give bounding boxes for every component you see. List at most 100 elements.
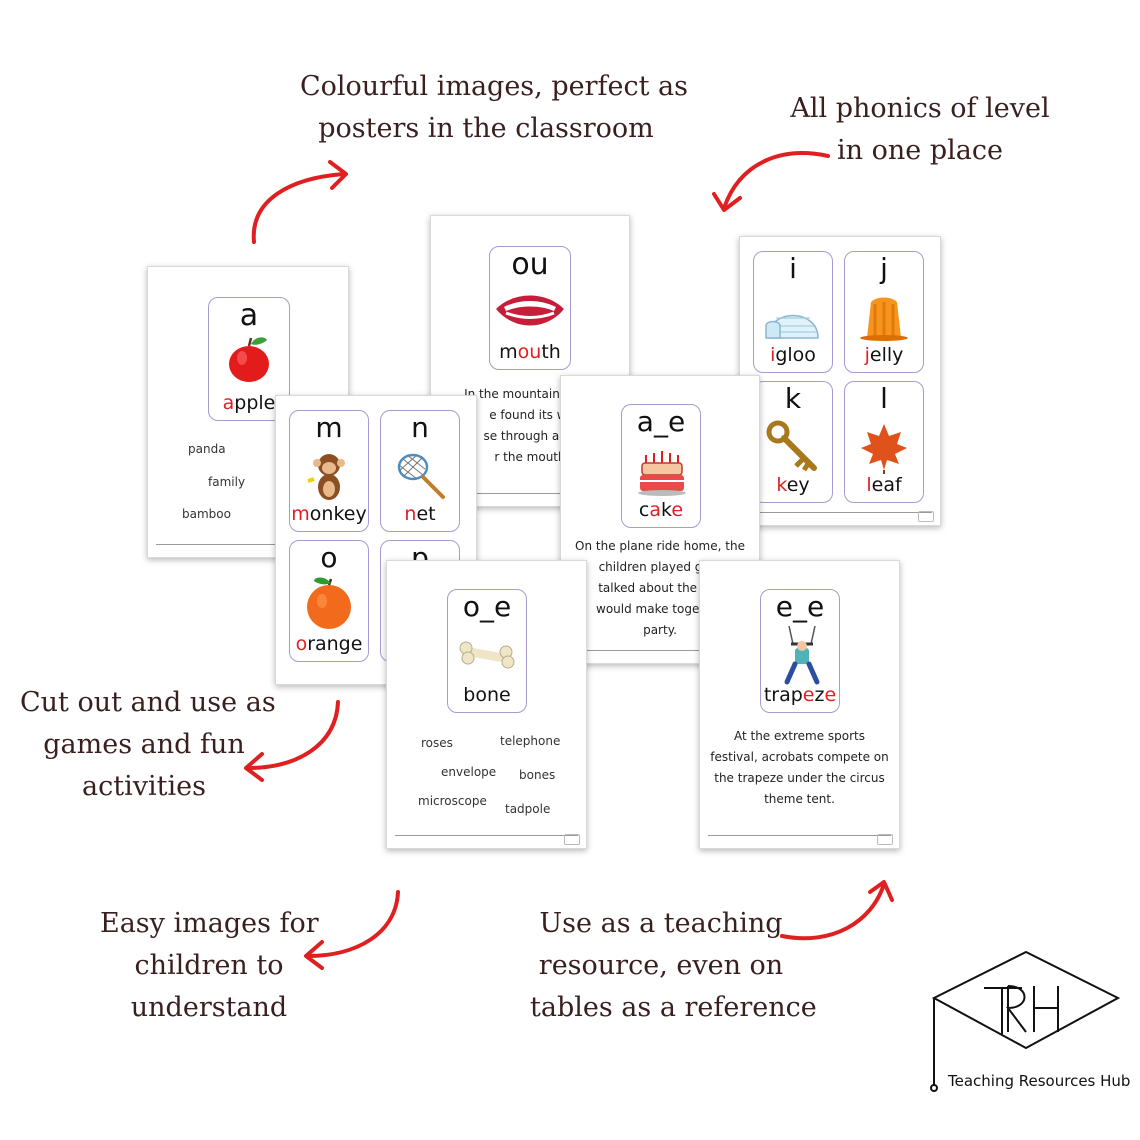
phonics-card-i: i igloo [753, 251, 833, 373]
word-part: e [499, 684, 511, 706]
word-rest: elly [869, 344, 904, 366]
footer-rule [708, 835, 891, 836]
example-sentence: At the extreme sports festival, acrobats… [700, 726, 899, 810]
word-highlight: a [649, 499, 662, 521]
card-letter: ou [511, 247, 549, 282]
list-item: microscope [418, 794, 487, 808]
caption-line: Use as a teaching [539, 908, 783, 939]
arrow-down-left-icon [304, 890, 400, 970]
caption-line: tables as a reference [530, 992, 817, 1023]
teaching-resources-hub-logo-icon [930, 950, 1121, 1092]
footer-rule [395, 835, 578, 836]
caption-line: posters in the classroom [318, 113, 654, 144]
monkey-icon [307, 454, 345, 500]
caption-line: understand [130, 992, 288, 1023]
caption-line: children to [134, 950, 284, 981]
footer-logo-icon [564, 834, 580, 845]
card-letter: a [239, 298, 259, 333]
sentence-line: festival, acrobats compete on [710, 750, 889, 764]
word-highlight: e [824, 684, 837, 706]
arrow-down-left-icon [244, 700, 340, 782]
word-highlight: l [866, 474, 872, 496]
card-word: bone [448, 684, 526, 706]
igloo-icon [765, 314, 819, 339]
card-letter: i [789, 252, 797, 285]
footer-logo-icon [877, 834, 893, 845]
sentence-line: e found its way [489, 408, 581, 422]
word-highlight: m [291, 503, 310, 525]
caption-line: resource, even on [538, 950, 784, 981]
word-rest: et [416, 503, 436, 525]
word-highlight: e [802, 684, 815, 706]
word-rest: range [307, 633, 363, 655]
word-rest: pple [234, 392, 276, 414]
word-highlight: o [295, 633, 308, 655]
sentence-line: On the plane ride home, the [575, 539, 745, 553]
caption-mid-left: Cut out and use as games and fun activit… [20, 682, 276, 808]
card-letter: m [315, 411, 343, 444]
card-word: cake [622, 499, 700, 521]
word-part: n [486, 684, 500, 706]
sentence-line: the trapeze under the circus [714, 771, 885, 785]
word-part: z [814, 684, 825, 706]
caption-bottom-left: Easy images for children to understand [100, 903, 319, 1029]
card-letter: n [411, 411, 429, 444]
net-icon [397, 453, 445, 499]
sentence-line: In the mountainous [464, 387, 581, 401]
list-item: bones [519, 768, 556, 782]
card-letter: o [320, 541, 338, 574]
phonics-card-k: k key [753, 381, 833, 503]
card-word: key [754, 474, 832, 496]
sentence-line: talked about the cak [598, 581, 722, 595]
trapeze-icon [784, 625, 820, 685]
example-sentence: In the mountainous e found its way se th… [431, 384, 581, 468]
phonics-card-j: j jelly [844, 251, 924, 373]
card-word: jelly [845, 344, 923, 366]
footer-rule [569, 650, 751, 651]
bone-icon [459, 641, 515, 669]
word-rest: eaf [871, 474, 902, 496]
sentence-line: At the extreme sports [733, 729, 866, 743]
phonics-card-l: l leaf [844, 381, 924, 503]
cake-icon [638, 451, 686, 496]
card-word: igloo [754, 344, 832, 366]
word-rest: gloo [775, 344, 816, 366]
key-icon [766, 420, 817, 472]
word-part: c [638, 499, 650, 521]
sentence-line: r the mouth of [494, 450, 581, 464]
card-word: monkey [290, 503, 368, 525]
word-highlight: k [776, 474, 787, 496]
caption-line: Cut out and use as [20, 687, 276, 718]
jelly-icon [860, 297, 908, 341]
caption-line: Easy images for [100, 908, 319, 939]
arrow-up-right-icon [780, 880, 894, 941]
worksheet-e-e: e_e trapeze At the extreme sports festiv… [699, 560, 900, 849]
arrow-down-left-icon [712, 151, 830, 212]
word-highlight: e [671, 499, 684, 521]
card-letter: l [880, 382, 888, 415]
list-item: panda [188, 442, 226, 456]
phonics-card-m: m monkey [289, 410, 369, 532]
caption-line: All phonics of level [790, 93, 1050, 124]
sentence-line: would make together [596, 602, 724, 616]
word-rest: onkey [309, 503, 367, 525]
caption-top-center: Colourful images, perfect as posters in … [300, 66, 688, 150]
card-letter: e_e [775, 590, 825, 623]
card-word: apple [209, 392, 289, 414]
word-highlight: j [864, 344, 870, 366]
example-sentence: On the plane ride home, the children pla… [561, 536, 759, 641]
mouth-icon [496, 295, 564, 326]
list-item: envelope [441, 765, 497, 779]
word-part: th [541, 341, 561, 363]
phonics-card-e-e: e_e trapeze [760, 589, 840, 713]
sentence-line: party. [643, 623, 677, 637]
card-word: trapeze [761, 684, 839, 706]
caption-line: games and fun [43, 729, 245, 760]
apple-icon [229, 337, 269, 382]
caption-top-right: All phonics of level in one place [790, 88, 1050, 172]
caption-line: in one place [837, 135, 1003, 166]
card-letter: k [784, 382, 802, 415]
card-word: leaf [845, 474, 923, 496]
footer-logo-icon [918, 511, 934, 522]
logo-name: Teaching Resources Hub [948, 1072, 1131, 1090]
